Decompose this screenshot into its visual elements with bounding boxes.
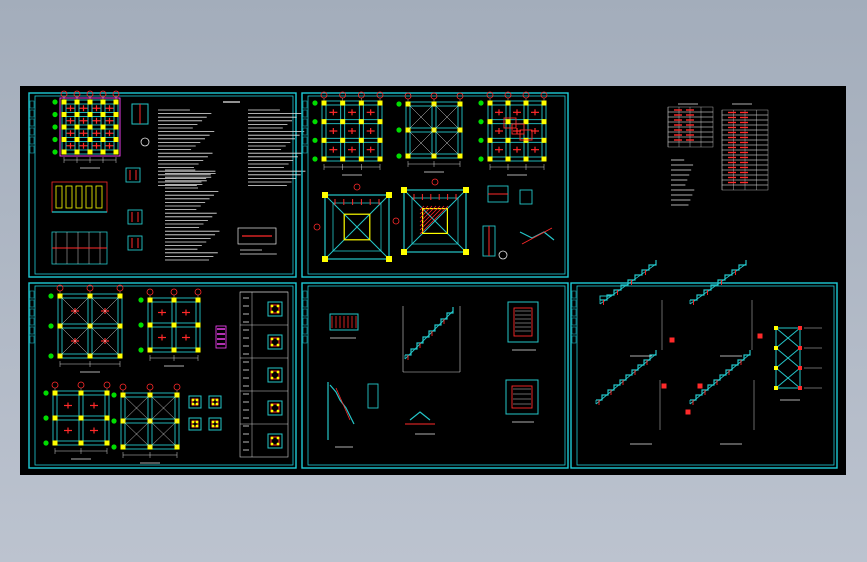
sheet-5-stair-sections (570, 260, 838, 469)
sheet-2-pyramid-roof-plans (301, 91, 569, 278)
schedule-tables (667, 103, 769, 206)
sheet-3-floor-plans-and-columns (28, 282, 297, 469)
model-space-canvas[interactable] (20, 86, 846, 475)
sheet-1-plans-and-notes (28, 90, 306, 278)
drawing-layer (28, 90, 838, 469)
sheet-4-stair-details (301, 282, 569, 469)
